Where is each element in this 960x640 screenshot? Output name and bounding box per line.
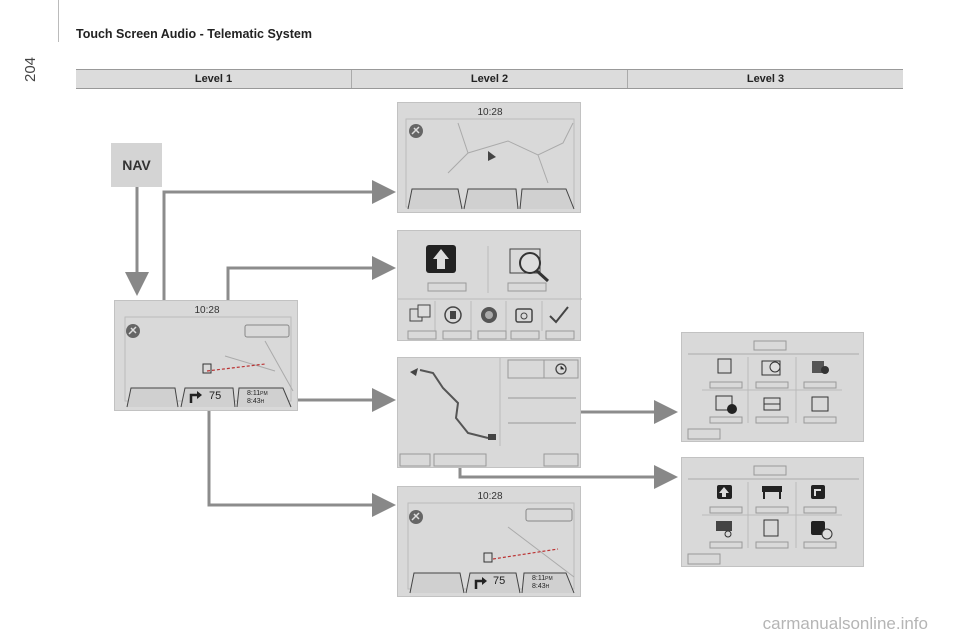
map-search-icon [509, 248, 550, 283]
watermark: carmanualsonline.info [762, 614, 928, 633]
roadworks-icon [762, 486, 782, 499]
level3-options-screen [681, 332, 864, 442]
clock: 10:28 [477, 107, 503, 118]
compass-icon [409, 124, 423, 138]
eta: 8:11PM 8:43H [532, 575, 553, 590]
level2-guidance-screen: 10:28 75 8:11PM 8:43H [397, 486, 581, 597]
arrow-up-icon [717, 485, 732, 499]
camera-icon [515, 308, 533, 323]
ab-route-icon [409, 304, 431, 322]
poi-icon [444, 306, 462, 324]
clock: 10:28 [477, 491, 503, 502]
level-1-header: Level 1 [76, 70, 352, 88]
compass-icon [126, 324, 140, 338]
history-clock-icon [555, 363, 567, 375]
timer-icon [811, 521, 833, 540]
compass-icon [409, 510, 423, 524]
flag-icon [488, 434, 496, 440]
nav-button[interactable]: NAV [111, 143, 162, 187]
level-2-header: Level 2 [352, 70, 628, 88]
level-3-header: Level 3 [746, 73, 785, 85]
level1-nav-screen: 10:28 75 8:11PM 8:43H [114, 300, 298, 411]
arrow-up-icon [426, 245, 456, 273]
level2-map-screen: 10:28 [397, 102, 581, 213]
distance: 75 [209, 390, 222, 402]
page-title: Touch Screen Audio - Telematic System [76, 27, 312, 41]
distance: 75 [493, 575, 506, 587]
map-search-icon [761, 360, 781, 376]
level3-alerts-screen [681, 457, 864, 567]
level2-menu-screen [397, 230, 582, 341]
clock: 10:28 [194, 305, 220, 316]
margin-rule [58, 0, 59, 42]
to-guidance-screen-arrow [207, 400, 396, 517]
level-header: Level 1 Level 2 Level 3 [76, 69, 903, 89]
info-icon [715, 395, 737, 414]
eta: 8:11PM 8:43H [247, 390, 268, 405]
level2-route-screen [397, 357, 581, 468]
checkmark-icon [549, 306, 569, 324]
settings-dial-icon [481, 307, 497, 323]
turn-icon [811, 485, 825, 499]
